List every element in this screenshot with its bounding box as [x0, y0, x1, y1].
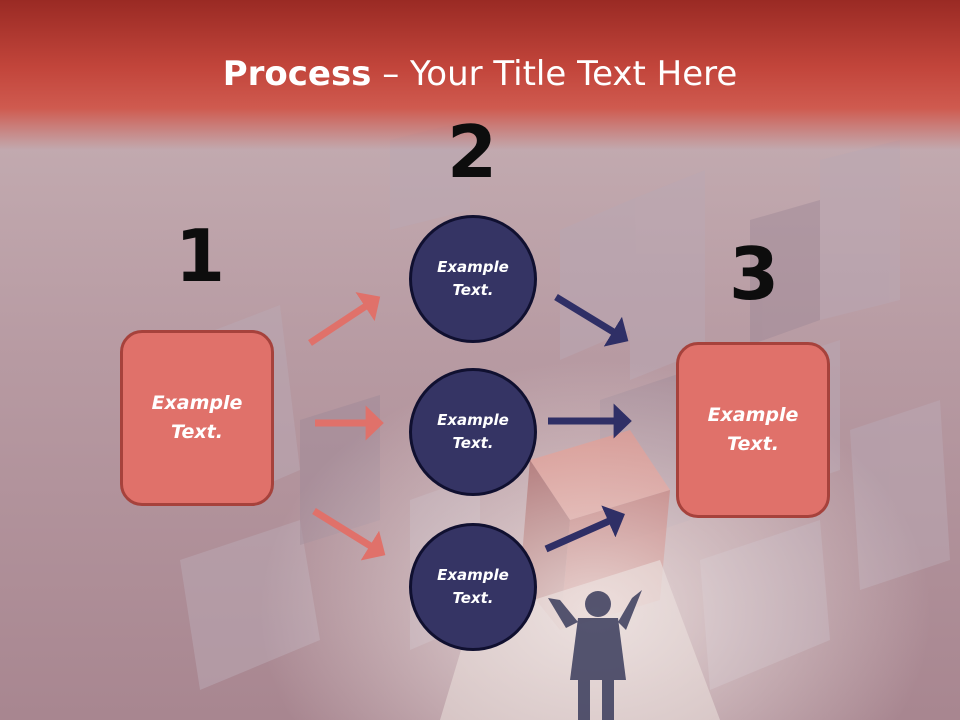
title-banner	[0, 0, 960, 150]
circle-step-top[interactable]: Example Text.	[409, 215, 537, 343]
step-number-1: 1	[174, 214, 226, 298]
title-bold-part: Process	[222, 54, 372, 94]
circle-step-middle[interactable]: Example Text.	[409, 368, 537, 496]
circle-top-label: Example Text.	[437, 258, 509, 299]
left-process-box[interactable]: Example Text.	[120, 330, 274, 506]
left-box-label: Example Text.	[151, 392, 243, 443]
circle-middle-label: Example Text.	[437, 411, 509, 452]
arrow-icon-right-down	[554, 294, 629, 347]
right-process-box[interactable]: Example Text.	[676, 342, 830, 518]
arrow-icon-left-down	[312, 508, 386, 561]
arrow-icon-left-up	[308, 292, 381, 346]
step-number-2: 2	[446, 110, 498, 194]
slide-title: Process – Your Title Text Here	[0, 52, 960, 96]
circle-step-bottom[interactable]: Example Text.	[409, 523, 537, 651]
arrow-icon-right-up	[544, 505, 625, 553]
step-number-3: 3	[728, 232, 780, 316]
title-rest-part: – Your Title Text Here	[371, 54, 738, 94]
right-box-label: Example Text.	[707, 404, 799, 455]
circle-bottom-label: Example Text.	[437, 566, 509, 607]
